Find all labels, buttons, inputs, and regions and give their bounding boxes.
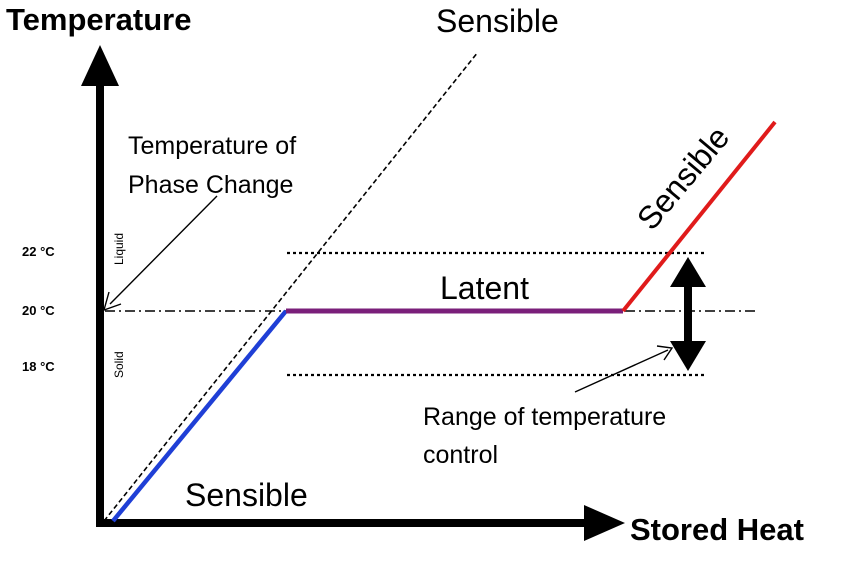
y-tick-label: 20 °C (22, 303, 55, 318)
range-double-arrow-head-up (670, 257, 706, 287)
solid-sensible-segment (111, 309, 288, 523)
solid-label: Solid (112, 351, 126, 378)
sensible-reference-line (103, 51, 479, 522)
liquid-sensible-segment (621, 120, 777, 313)
y-tick-label: 22 °C (22, 244, 55, 259)
latent-label: Latent (440, 270, 529, 306)
sensible-top-label: Sensible (436, 3, 559, 39)
range-annotation-line2: control (423, 441, 498, 469)
sensible-bottom-label: Sensible (185, 477, 308, 513)
phase-change-annotation-line2: Phase Change (128, 171, 293, 199)
y-tick-label: 18 °C (22, 359, 55, 374)
range-double-arrow-head-down (670, 341, 706, 371)
x-axis-arrowhead (584, 505, 625, 541)
phase-change-pointer-line (109, 195, 218, 305)
range-annotation-line1: Range of temperature (423, 403, 666, 431)
sensible-red-label: Sensible (630, 119, 736, 236)
y-axis-title: Temperature (6, 2, 192, 37)
phase-change-annotation-line1: Temperature of (128, 132, 296, 160)
x-axis-title: Stored Heat (630, 512, 804, 547)
y-axis-arrowhead (81, 45, 119, 86)
range-pointer-line (574, 349, 669, 393)
liquid-label: Liquid (112, 233, 126, 265)
phase-change-pointer-head (102, 291, 122, 312)
range-pointer-head (656, 345, 674, 361)
